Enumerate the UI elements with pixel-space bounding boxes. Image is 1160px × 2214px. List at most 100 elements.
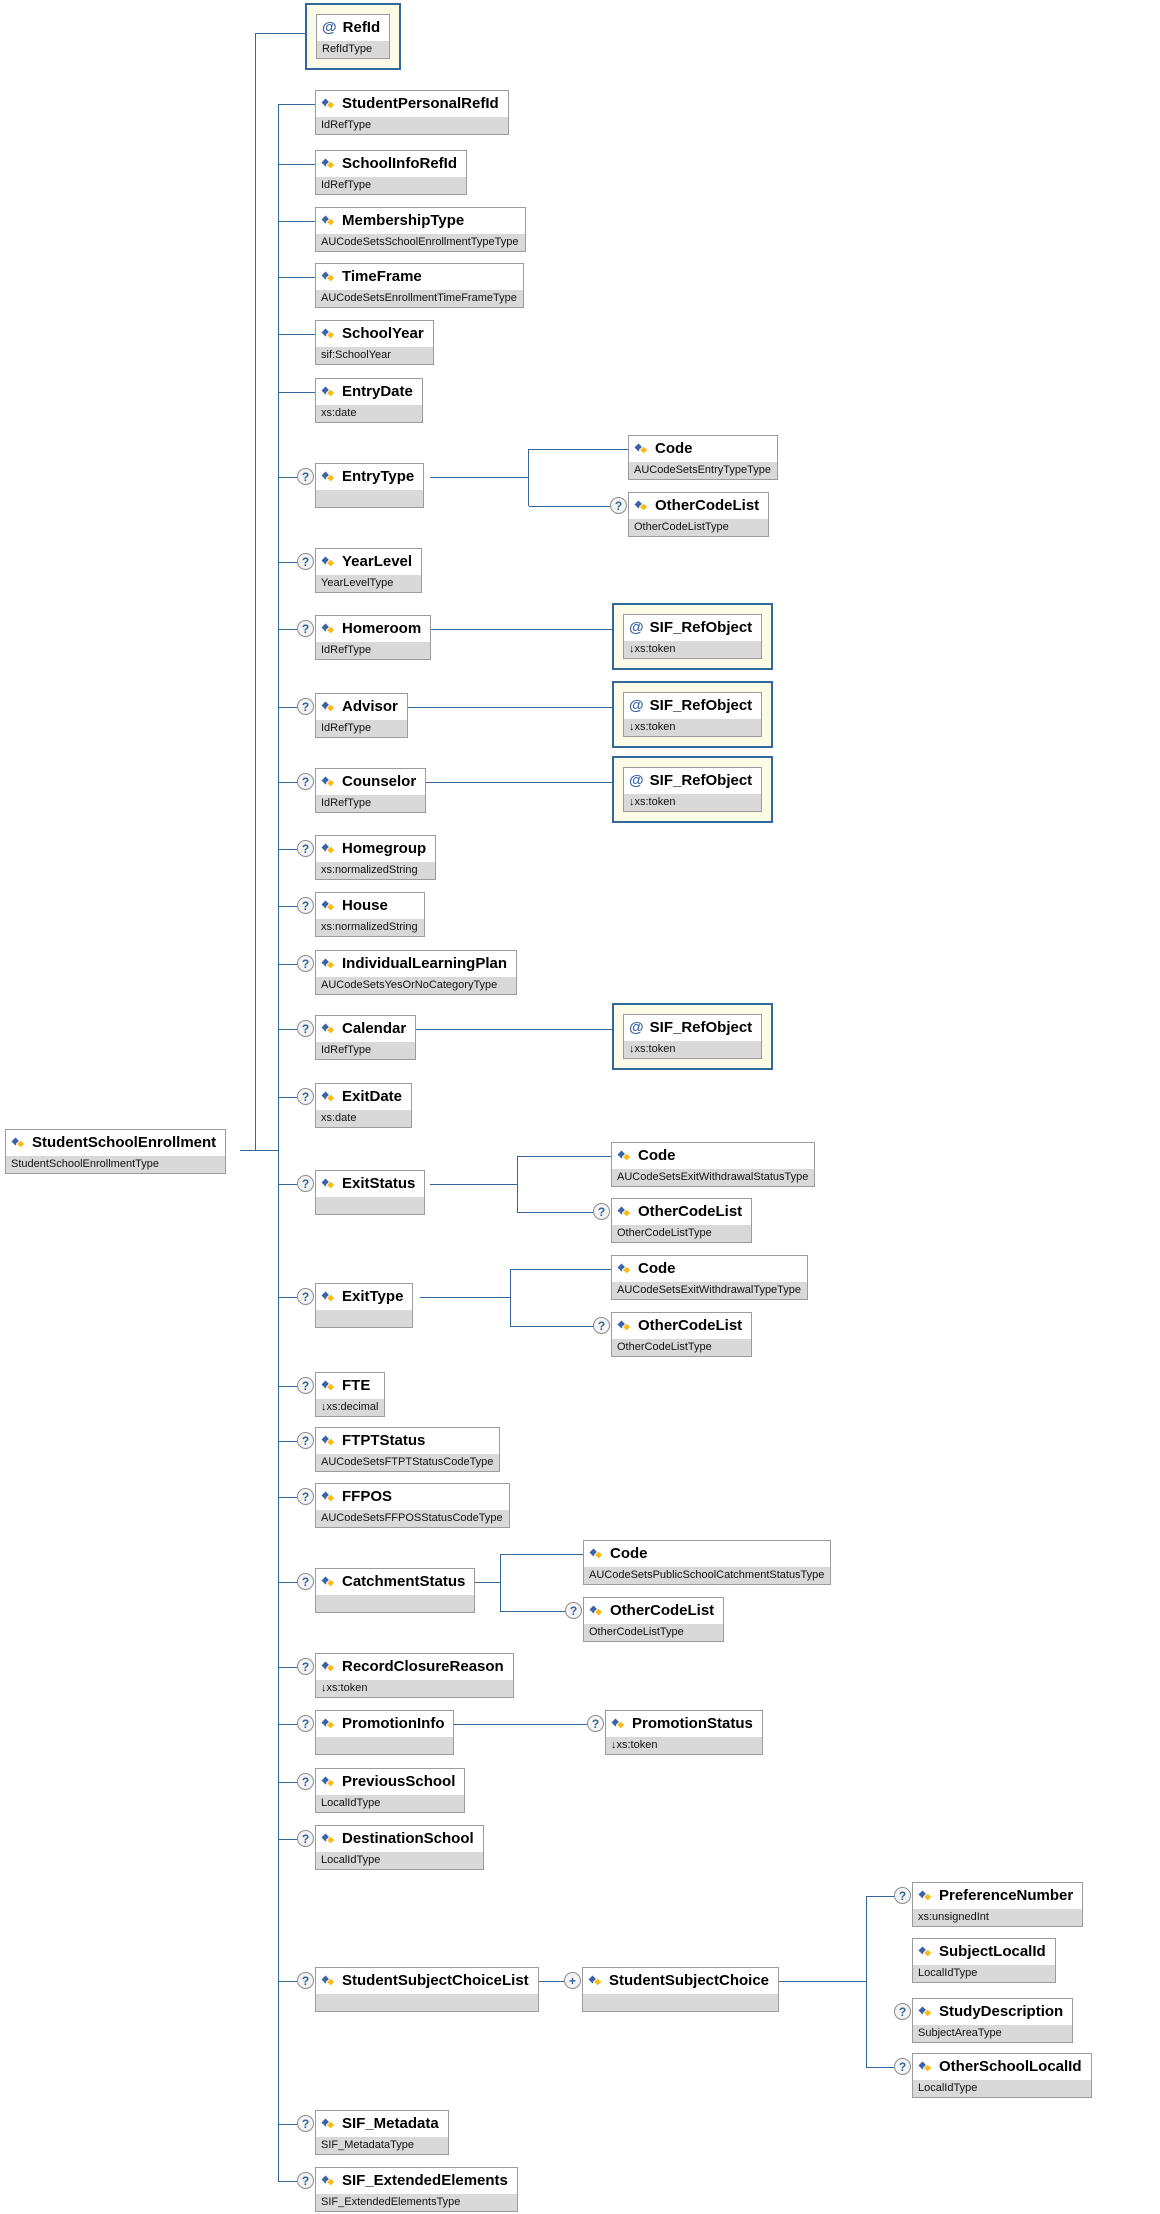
node-promotionstatus[interactable]: PromotionStatus↓xs:token [605,1710,763,1755]
node-type-band: ↓xs:token [624,719,762,736]
node-name: StudentSubjectChoiceList [342,1972,529,1989]
node-sif-refobject[interactable]: @SIF_RefObject↓xs:token [623,692,763,737]
node-studentsubjectchoice[interactable]: StudentSubjectChoice [582,1967,780,2012]
connector-line [278,1386,297,1387]
node-catchmentstatus[interactable]: CatchmentStatus [315,1568,476,1613]
attribute-at-icon: @ [629,697,644,714]
optional-marker: ? [297,1573,314,1590]
element-diamond-icon [617,1150,632,1162]
node-name: RecordClosureReason [342,1658,504,1675]
node-sif-refobject[interactable]: @SIF_RefObject↓xs:token [623,1014,763,1059]
element-diamond-icon [321,701,336,713]
attribute-container[interactable]: @SIF_RefObject↓xs:token [612,681,774,748]
connector-line [278,1029,297,1030]
attribute-container[interactable]: @SIF_RefObject↓xs:token [612,756,774,823]
connector-line [278,1097,297,1098]
node-fte[interactable]: FTE↓xs:decimal [315,1372,386,1417]
node-name: Advisor [342,698,398,715]
node-name-row: StudentSubjectChoiceList [316,1968,538,1994]
connector-line [278,104,315,105]
optional-marker: ? [297,1773,314,1790]
element-diamond-icon [321,1380,336,1392]
element-diamond-icon [918,1890,933,1902]
node-type-band: AUCodeSetsPublicSchoolCatchmentStatusTyp… [584,1567,831,1584]
element-diamond-icon [918,2006,933,2018]
connector-line [511,1326,593,1327]
node-recordclosurereason[interactable]: RecordClosureReason↓xs:token [315,1653,514,1698]
node-name-row: Code [612,1143,815,1169]
connector-line [240,1150,279,1151]
node-name: ExitDate [342,1088,403,1105]
node-name: IndividualLearningPlan [342,955,508,972]
attribute-container[interactable]: @SIF_RefObject↓xs:token [612,1003,774,1070]
node-exittype[interactable]: ExitType [315,1283,414,1328]
node-name: MembershipType [342,212,465,229]
node-exitstatus[interactable]: ExitStatus [315,1170,426,1215]
node-entrytype[interactable]: EntryType [315,463,425,508]
node-name-row: OtherCodeList [612,1313,752,1339]
node-promotioninfo[interactable]: PromotionInfo [315,1710,455,1755]
element-diamond-icon [321,556,336,568]
node-name-row: Code [629,436,777,462]
element-diamond-icon [321,1023,336,1035]
node-type-band: AUCodeSetsExitWithdrawalTypeType [612,1282,808,1299]
element-diamond-icon [634,443,649,455]
node-type-band: IdRefType [316,117,508,134]
node-type-band: AUCodeSetsEnrollmentTimeFrameType [316,290,523,307]
node-type-band: LocalIdType [316,1852,483,1869]
optional-marker: ? [297,840,314,857]
element-diamond-icon [321,1718,336,1730]
optional-marker: ? [297,773,314,790]
element-diamond-icon [611,1718,626,1730]
element-diamond-icon [321,1178,336,1190]
node-name: StudentSubjectChoice [609,1972,770,1989]
node-name: RefId [342,19,381,36]
node-type-band: OtherCodeListType [584,1624,724,1641]
node-studentsubjectchoicelist[interactable]: StudentSubjectChoiceList [315,1967,539,2012]
node-name: DestinationSchool [342,1830,474,1847]
node-sif-refobject[interactable]: @SIF_RefObject↓xs:token [623,614,763,659]
optional-marker: ? [297,1377,314,1394]
node-type-band [316,1197,425,1214]
node-sif-refobject[interactable]: @SIF_RefObject↓xs:token [623,767,763,812]
attribute-container[interactable]: @SIF_RefObject↓xs:token [612,603,774,670]
optional-marker: ? [297,2172,314,2189]
node-name: PreferenceNumber [939,1887,1074,1904]
